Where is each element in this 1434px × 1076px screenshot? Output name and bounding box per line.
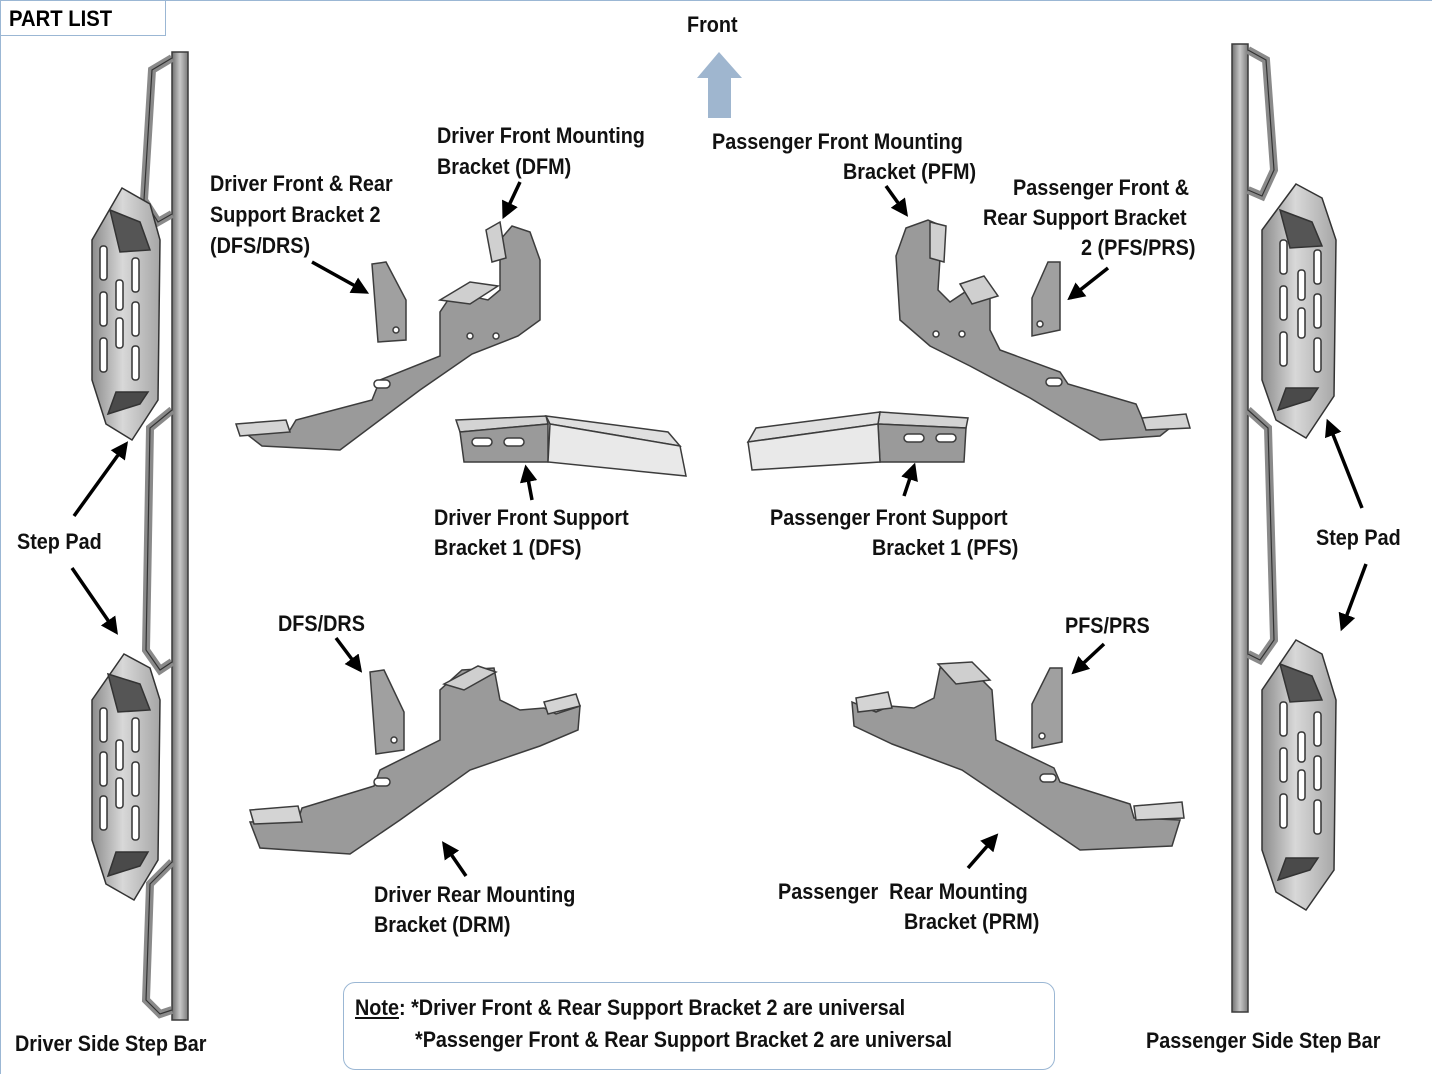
dfs2-label-line3: (DFS/DRS) [210,233,311,258]
arrow-step-pad-left-down [70,567,118,635]
front-label: Front [687,12,738,37]
arrow-pfs-prs-upper [1067,266,1110,301]
driver-support-bracket-2-upper [371,261,407,343]
dfm-label-line2: Bracket (DFM) [437,154,572,179]
note-line2: *Passenger Front & Rear Support Bracket … [415,1027,953,1052]
note-line1-wrap: Note: *Driver Front & Rear Support Brack… [355,995,905,1021]
arrow-step-pad-left-up [72,441,129,518]
driver-rear-mounting-bracket [248,665,581,855]
driver-front-support-bracket-1 [454,415,687,477]
arrow-drm [442,841,468,877]
arrow-pfm [884,184,909,217]
note-line1: : *Driver Front & Rear Support Bracket 2… [399,995,906,1020]
arrow-dfm [502,181,522,220]
pfs1-label-line1: Passenger Front Support [770,505,1008,530]
passenger-support-bracket-2-upper [1031,261,1061,337]
dfs1-label-line2: Bracket 1 (DFS) [434,535,582,560]
step-pad-right-label: Step Pad [1316,525,1401,550]
step-pad-left-label: Step Pad [17,529,102,554]
driver-front-mounting-bracket [234,220,541,451]
drm-label-line2: Bracket (DRM) [374,912,511,937]
driver-support-bracket-2-lower [369,669,405,755]
front-arrow-icon [697,52,742,118]
passenger-step-bar-label: Passenger Side Step Bar [1146,1028,1381,1053]
pfs2-label-line3: 2 (PFS/PRS) [1081,235,1196,260]
prm-label-line2: Bracket (PRM) [904,909,1040,934]
arrow-step-pad-right-up [1325,418,1364,509]
prm-label-line1: Passenger Rear Mounting [778,879,1028,904]
driver-side-step-bar [139,51,189,1021]
pfs-prs-label: PFS/PRS [1065,613,1150,638]
pfs2-label-line1: Passenger Front & [1013,175,1190,200]
passenger-front-support-bracket-1 [746,411,969,471]
driver-step-bar-label: Driver Side Step Bar [15,1031,207,1056]
passenger-step-pad-upper [1261,183,1337,440]
part-list-title: PART LIST [9,6,113,31]
arrow-pfs1 [901,462,918,497]
note-box: Note: *Driver Front & Rear Support Brack… [343,982,1055,1070]
pfs1-label-line2: Bracket 1 (PFS) [872,535,1019,560]
pfm-label-line2: Bracket (PFM) [843,159,977,184]
note-title: Note [355,995,400,1020]
arrow-prm [966,833,999,870]
arrow-dfs1 [519,464,538,501]
passenger-front-mounting-bracket [895,219,1191,441]
driver-step-pad-lower [91,653,161,902]
pfs2-label-line2: Rear Support Bracket [983,205,1187,230]
dfs-drs-label: DFS/DRS [278,611,365,636]
dfm-label-line1: Driver Front Mounting [437,123,645,148]
passenger-rear-mounting-bracket [851,661,1185,851]
arrow-step-pad-right-down [1338,563,1368,632]
dfs1-label-line1: Driver Front Support [434,505,629,530]
pfm-label-line1: Passenger Front Mounting [712,129,963,154]
drm-label-line1: Driver Rear Mounting [374,882,576,907]
arrow-pfs-prs-lower [1071,642,1106,675]
dfs2-label-line1: Driver Front & Rear [210,171,393,196]
driver-step-pad-upper [91,186,161,442]
arrow-dfs-drs-upper [311,260,370,294]
passenger-step-pad-lower [1261,639,1337,912]
part-list-header: PART LIST [0,0,166,36]
passenger-support-bracket-2-lower [1031,667,1063,749]
dfs2-label-line2: Support Bracket 2 [210,202,381,227]
passenger-side-step-bar [1231,43,1279,1013]
arrow-dfs-drs-lower [334,636,363,673]
